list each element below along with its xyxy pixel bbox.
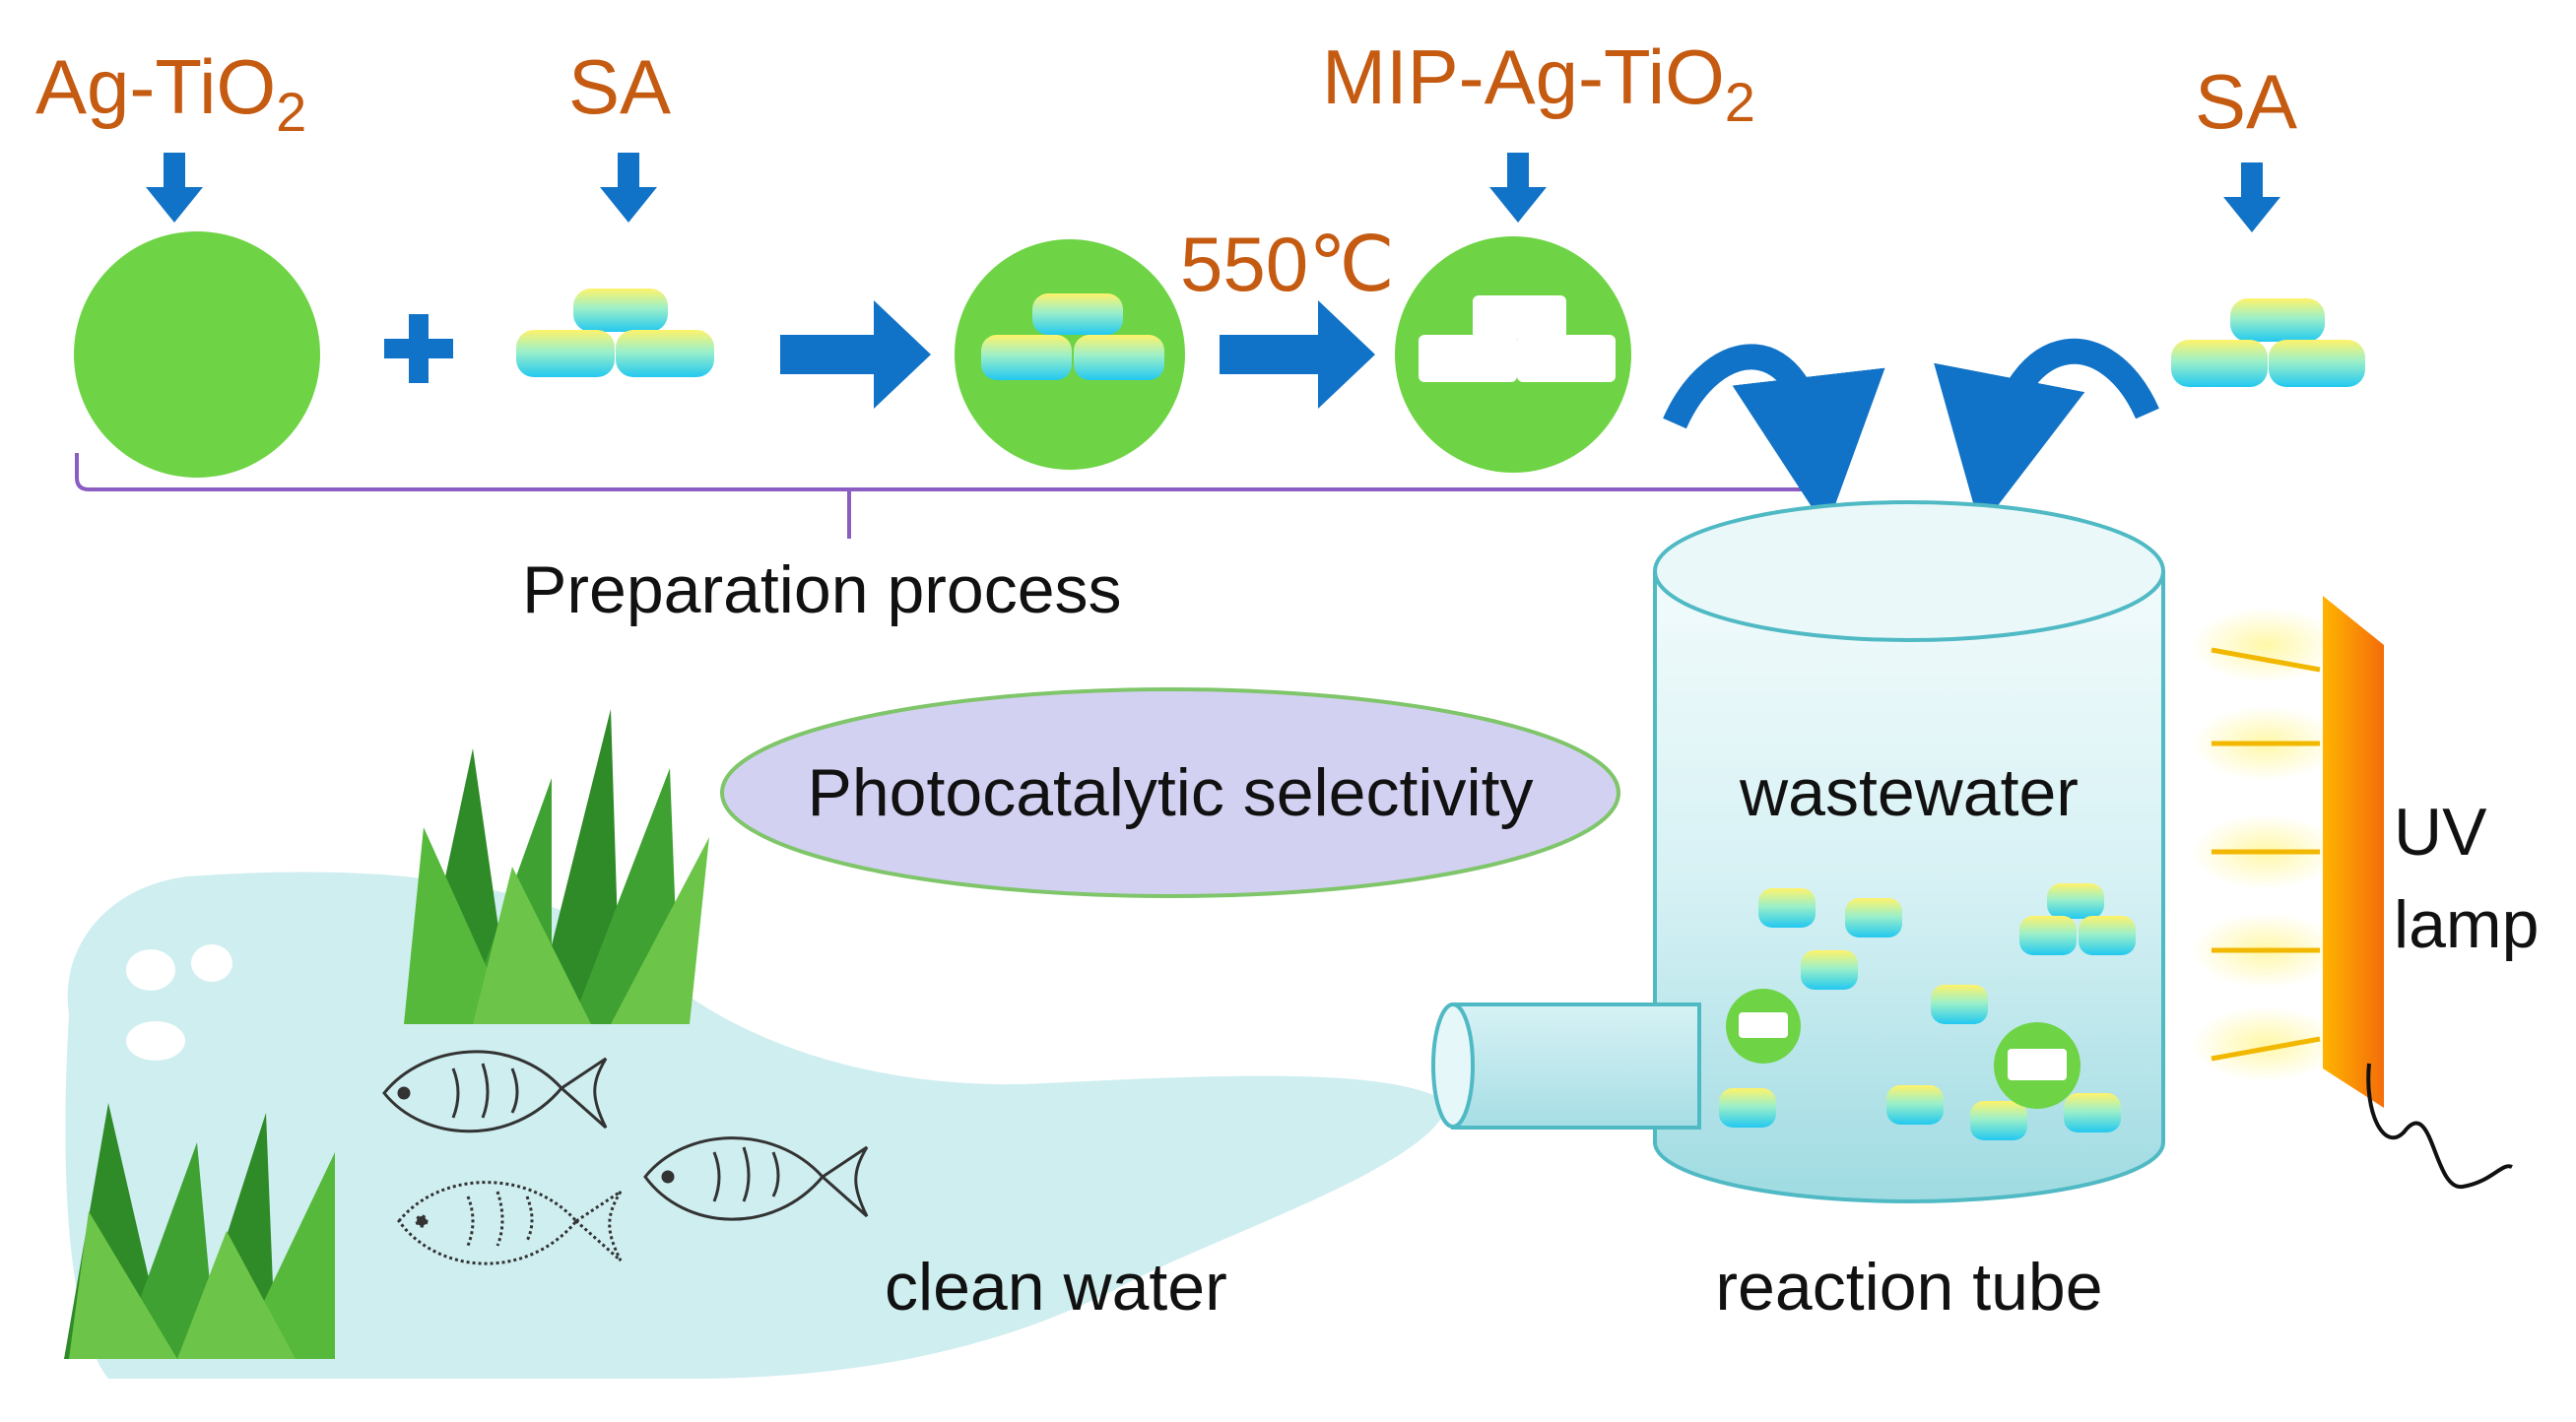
ag-tio2-particle [74, 231, 320, 478]
water-bubbles [126, 944, 232, 1061]
down-arrows [146, 153, 2280, 232]
photocatalytic-selectivity-badge [720, 687, 1620, 898]
plant-cluster-upper [404, 709, 709, 1024]
sa-molecules-top [516, 289, 714, 377]
block-arrow-1 [780, 300, 931, 409]
fish-1 [382, 1050, 608, 1133]
reaction-tube-top [1653, 500, 2165, 642]
label-reaction-tube: reaction tube [1715, 1250, 2102, 1325]
label-photocatalytic-selectivity: Photocatalytic selectivity [808, 755, 1534, 830]
label-uv-lamp-line1: UV [2394, 795, 2487, 870]
mip-particles-in-tube [1726, 989, 2081, 1109]
block-arrow-2 [1220, 300, 1375, 409]
label-ag-tio2: Ag-TiO2 [35, 43, 306, 143]
outlet-pipe-mouth [1431, 1002, 1475, 1129]
label-sa-top: SA [568, 43, 671, 130]
sa-molecules-right [2171, 298, 2365, 387]
fish-3 [643, 1136, 869, 1221]
label-wastewater: wastewater [1739, 755, 2079, 830]
label-uv-lamp-line2: lamp [2394, 887, 2539, 962]
plant-cluster-lower [64, 1103, 335, 1359]
preparation-bracket [75, 453, 1821, 539]
down-arrow-sa-top [600, 153, 657, 223]
label-temperature: 550℃ [1180, 221, 1395, 307]
fish-2 [397, 1181, 623, 1265]
label-preparation-process: Preparation process [522, 552, 1122, 627]
label-sa-right: SA [2195, 58, 2297, 145]
curved-arrow-left [1663, 344, 1885, 530]
plus-icon [384, 314, 453, 383]
down-arrow-ag-tio2 [146, 153, 203, 223]
down-arrow-sa-right [2223, 162, 2280, 232]
uv-glow-rays [2192, 608, 2340, 1081]
sa-molecules-in-tube [1719, 883, 2136, 1140]
imprint-cavities [1419, 295, 1616, 382]
uv-lamp-panel [2323, 596, 2384, 1108]
label-mip-ag-tio2: MIP-Ag-TiO2 [1322, 33, 1755, 133]
down-arrow-mip [1489, 153, 1547, 223]
sa-molecules-in-particle [981, 293, 1164, 380]
outlet-pipe [1451, 1002, 1701, 1130]
curved-arrow-right [1934, 338, 2159, 529]
uv-lamp-cable [2366, 1063, 2513, 1190]
label-clean-water: clean water [885, 1250, 1227, 1325]
